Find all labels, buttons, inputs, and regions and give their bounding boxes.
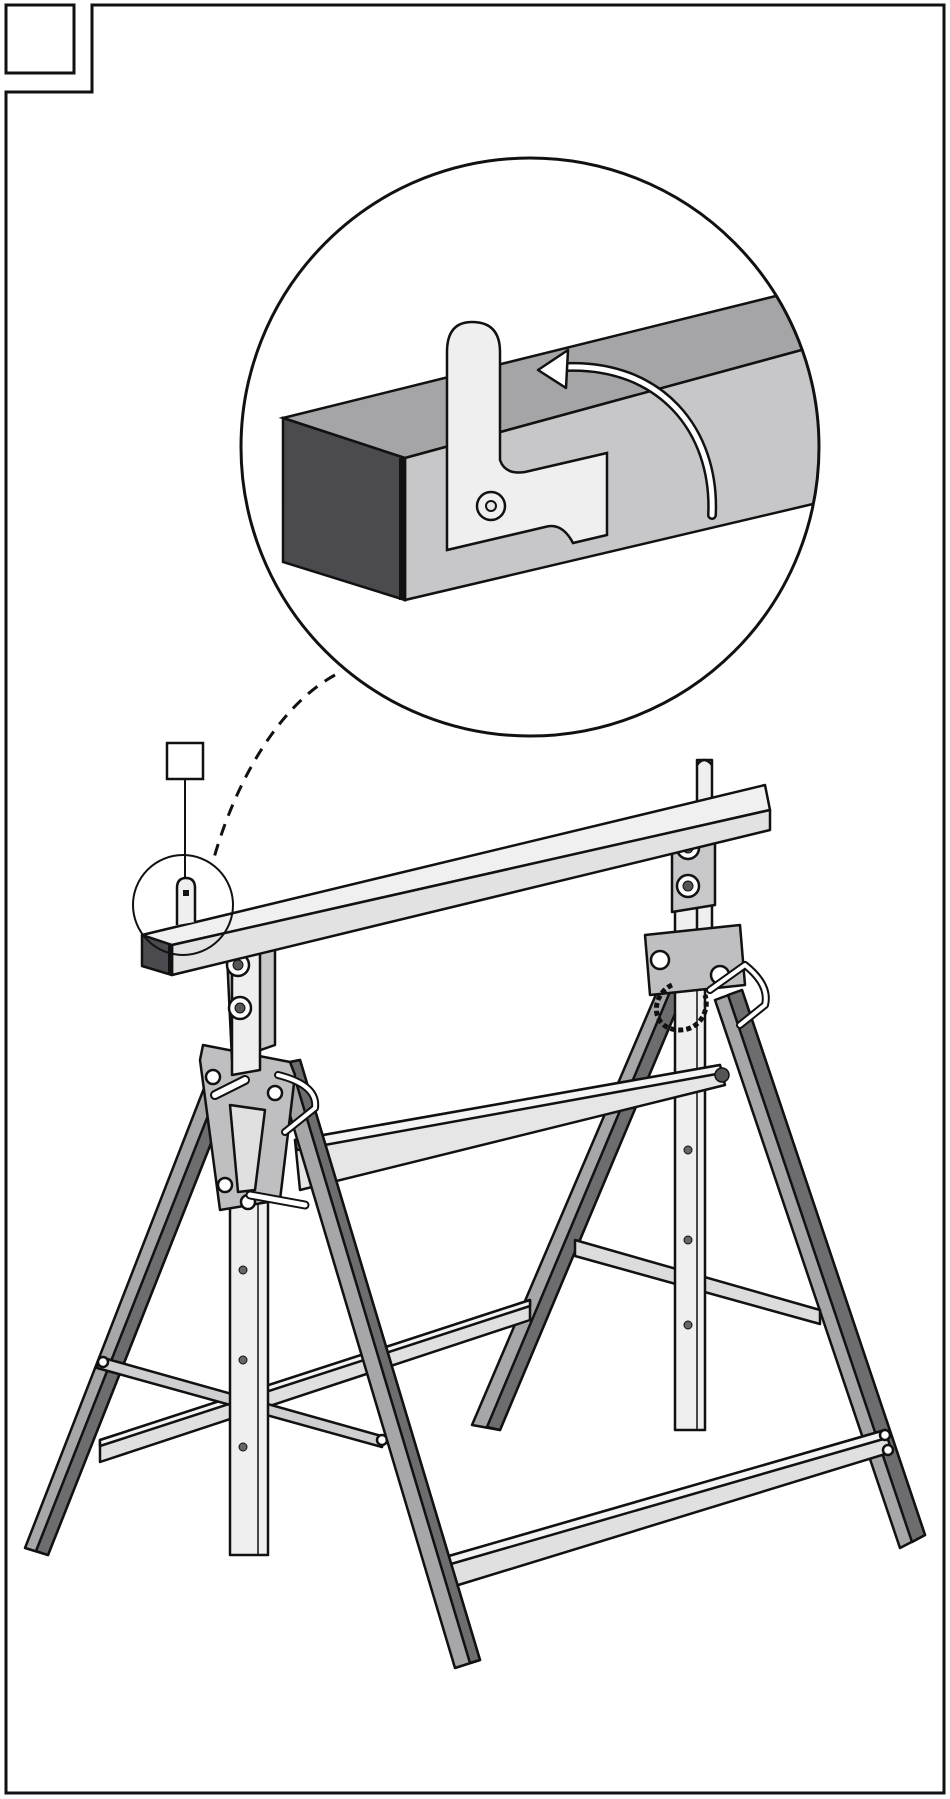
beam-locking-tab [177, 878, 195, 925]
step-number-box [6, 5, 74, 73]
callout-dashed-leader [212, 675, 335, 865]
part-label-box [167, 743, 203, 779]
detail-callout [212, 158, 830, 865]
sawhorse [25, 760, 925, 1668]
front-center-post [230, 1185, 268, 1555]
